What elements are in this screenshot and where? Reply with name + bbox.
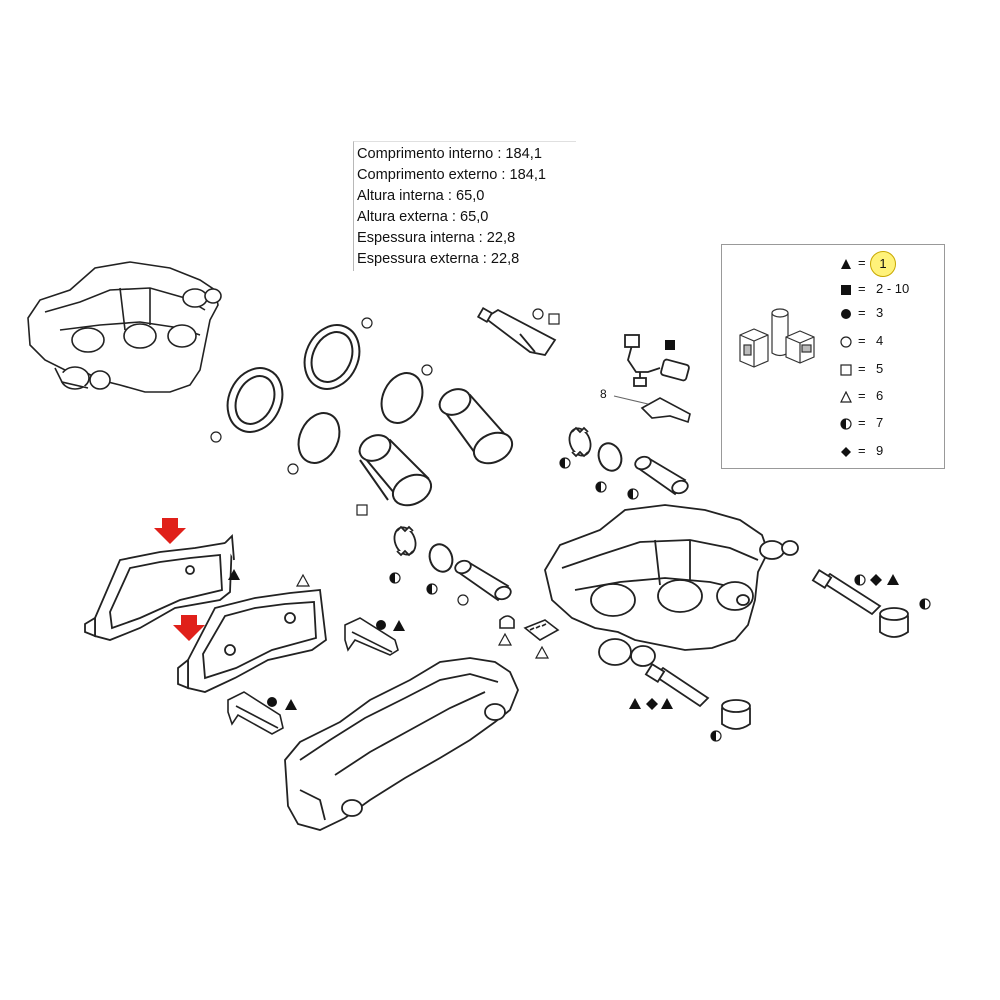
callout-line-8 — [613, 395, 649, 405]
marker-filled-diamond — [646, 698, 658, 710]
piston-left — [358, 434, 433, 507]
legend-eq: = — [858, 255, 866, 270]
sleeve-ring-upper — [597, 442, 623, 472]
legend-num: 4 — [876, 333, 884, 348]
spec-internal-length: Comprimento interno : 184,1 — [357, 146, 542, 162]
filled-diamond-icon — [841, 447, 851, 457]
piston-right — [438, 388, 514, 465]
marker-open-circle — [361, 317, 373, 329]
legend-eq: = — [858, 305, 866, 320]
bushing-small-upper — [568, 426, 592, 458]
legend-eq: = — [858, 361, 866, 376]
marker-open-triangle — [296, 574, 310, 587]
legend-eq: = — [858, 333, 866, 348]
guide-bolt-lower — [644, 662, 710, 708]
marker-half-circle — [559, 457, 571, 469]
marker-half-circle — [627, 488, 639, 500]
marker-open-square — [548, 313, 560, 325]
assembled-caliper-right — [544, 504, 799, 667]
o-ring-small-right — [380, 372, 424, 424]
marker-filled-diamond — [870, 574, 882, 586]
marker-open-circle — [457, 594, 469, 606]
bleed-screw — [523, 619, 560, 641]
sleeve-ring-lower — [428, 543, 454, 573]
marker-filled-circle — [376, 620, 386, 630]
spec-internal-thickness: Espessura interna : 22,8 — [357, 230, 516, 246]
brake-pad-lower — [177, 589, 327, 693]
spec-internal-height: Altura interna : 65,0 — [357, 188, 485, 204]
bolt-cap-upper — [879, 607, 909, 638]
marker-open-square — [356, 504, 368, 516]
wear-sensor — [624, 334, 690, 387]
seal-ring-large-left — [226, 367, 284, 433]
open-triangle-icon — [840, 391, 852, 403]
marker-open-triangle — [498, 633, 512, 646]
marker-open-circle — [210, 431, 222, 443]
legend-eq: = — [858, 388, 866, 403]
guide-bolt-upper — [811, 568, 882, 616]
assembled-caliper-top-left — [27, 261, 222, 393]
marker-filled-triangle — [393, 620, 405, 631]
marker-half-circle — [854, 574, 866, 586]
marker-open-circle — [421, 364, 433, 376]
marker-filled-square — [665, 340, 675, 350]
legend-num-highlighted: 1 — [870, 251, 896, 277]
marker-half-circle — [426, 583, 438, 595]
legend-num: 7 — [876, 415, 884, 430]
callout-label-8: 8 — [600, 387, 607, 401]
legend-num: 5 — [876, 361, 884, 376]
caliper-carrier-bracket — [284, 657, 519, 831]
pad-spring-upper — [344, 617, 399, 656]
spec-external-height: Altura externa : 65,0 — [357, 209, 489, 225]
specifications-box: Comprimento interno : 184,1 Comprimento … — [353, 141, 576, 271]
bolt-cap-lower — [721, 699, 751, 730]
grease-tube — [476, 306, 557, 357]
legend-num: 3 — [876, 305, 884, 320]
seal-ring-large-top — [303, 324, 361, 390]
spec-external-thickness: Espessura externa : 22,8 — [357, 251, 520, 267]
o-ring-small-left — [297, 412, 341, 464]
marker-filled-triangle — [285, 699, 297, 710]
legend-num: 6 — [876, 388, 884, 403]
marker-half-circle — [710, 730, 722, 742]
filled-square-icon — [841, 285, 851, 295]
marker-filled-triangle — [887, 574, 899, 585]
marker-filled-circle — [267, 697, 277, 707]
marker-open-circle — [287, 463, 299, 475]
open-circle-icon — [840, 336, 852, 348]
symbol-legend: = 1 = 2 - 10 = 3 = 4 = 5 = 6 = 7 = 9 — [721, 244, 945, 469]
marker-filled-triangle — [629, 698, 641, 709]
spec-external-length: Comprimento externo : 184,1 — [357, 167, 547, 183]
marker-half-circle — [595, 481, 607, 493]
half-circle-icon — [840, 418, 852, 430]
red-arrow-upper — [154, 518, 186, 544]
filled-circle-icon — [841, 309, 851, 319]
marker-open-circle — [532, 308, 544, 320]
legend-eq: = — [858, 415, 866, 430]
legend-num: 9 — [876, 443, 884, 458]
bushing-small-lower — [393, 525, 417, 557]
marker-half-circle — [919, 598, 931, 610]
marker-half-circle — [389, 572, 401, 584]
guide-sleeve-upper — [634, 455, 689, 496]
pad-spring-lower — [227, 691, 284, 735]
legend-num: 2 - 10 — [876, 281, 910, 296]
guide-sleeve-lower — [454, 559, 512, 602]
filled-triangle-icon — [841, 259, 851, 269]
legend-eq: = — [858, 443, 866, 458]
brake-pad-upper — [84, 533, 235, 641]
marker-filled-triangle — [661, 698, 673, 709]
bleed-cap — [499, 615, 515, 629]
red-arrow-lower — [173, 615, 205, 641]
legend-eq: = — [858, 281, 866, 296]
parts-kit-icon — [739, 308, 815, 368]
marker-open-triangle — [535, 646, 549, 659]
sensor-clip — [640, 397, 691, 424]
open-square-icon — [840, 364, 852, 376]
